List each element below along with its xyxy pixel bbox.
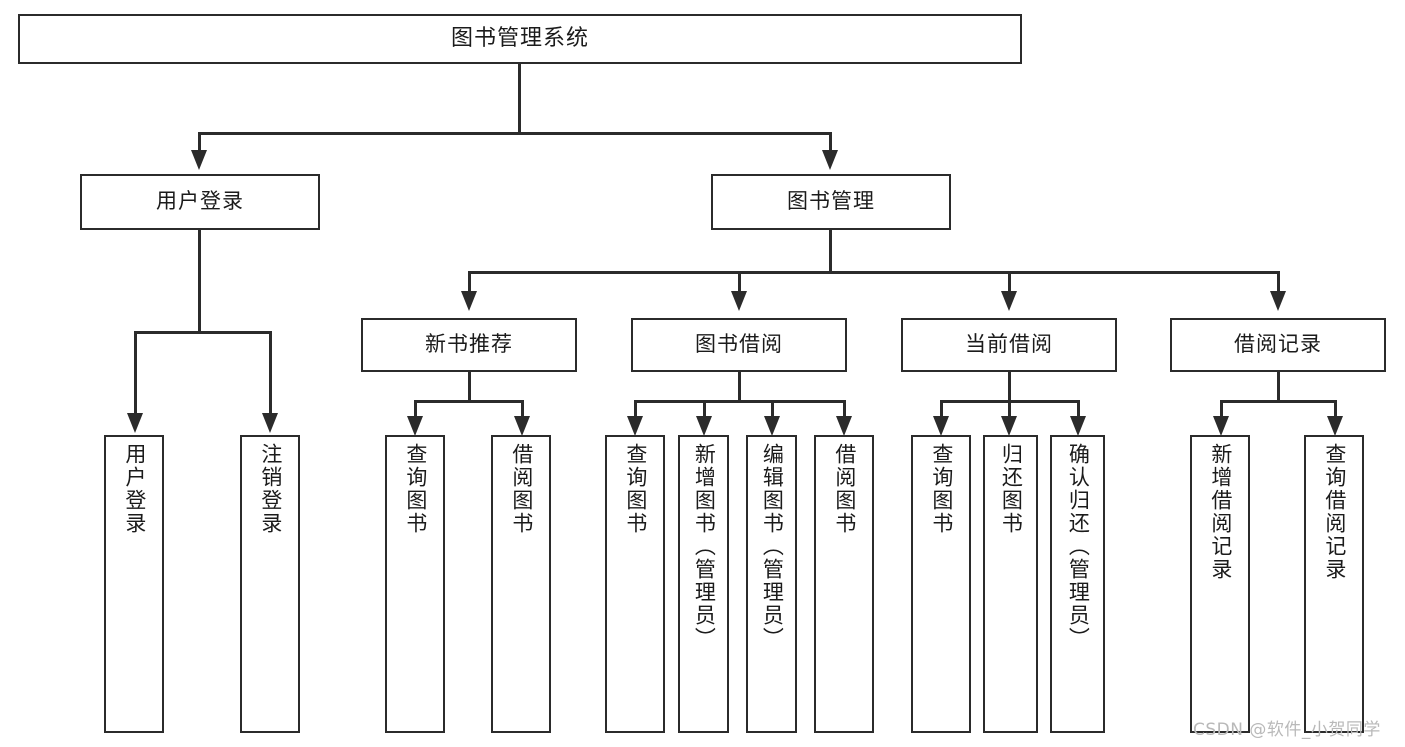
connector-to-book-borrow	[738, 271, 741, 293]
node-borrow-records[interactable]: 借阅记录	[1170, 318, 1386, 372]
node-label: 归还图书	[999, 443, 1024, 535]
node-root[interactable]: 图书管理系统	[18, 14, 1022, 64]
connector-user-login-stem	[198, 230, 201, 333]
connector-user-login-bus	[134, 331, 272, 334]
connector-cb-leaf-3	[1077, 400, 1080, 420]
leaf-borrow-book-recommend[interactable]: 借阅图书	[491, 435, 551, 733]
connector-to-leaf-user-login	[134, 331, 137, 415]
connector-nb-leaf-2	[521, 400, 524, 420]
arrowhead-book-borrow	[731, 291, 747, 311]
node-label: 当前借阅	[965, 332, 1053, 357]
arrowhead-bb-leaf-4	[836, 416, 852, 436]
leaf-confirm-return-admin[interactable]: 确认归还（管理员）	[1050, 435, 1105, 733]
node-label: 查询图书	[623, 443, 648, 535]
arrowhead-user-login	[191, 150, 207, 170]
connector-root-to-user-login	[198, 132, 201, 152]
connector-to-leaf-logout	[269, 331, 272, 415]
node-label: 借阅图书	[832, 443, 857, 535]
node-label: 新增图书（管理员）	[692, 443, 717, 650]
arrowhead-nb-leaf-1	[407, 416, 423, 436]
connector-book-manage-bus	[468, 271, 1280, 274]
arrowhead-cb-leaf-2	[1001, 416, 1017, 436]
node-label: 借阅记录	[1234, 332, 1322, 357]
arrowhead-current-borrow	[1001, 291, 1017, 311]
arrowhead-cb-leaf-1	[933, 416, 949, 436]
node-label: 新书推荐	[425, 332, 513, 357]
node-label: 新增借阅记录	[1208, 443, 1233, 581]
node-label: 借阅图书	[509, 443, 534, 535]
node-label: 注销登录	[258, 443, 283, 535]
connector-root-stem	[518, 64, 521, 134]
connector-bb-leaf-4	[843, 400, 846, 420]
node-user-login[interactable]: 用户登录	[80, 174, 320, 230]
node-label: 图书借阅	[695, 332, 783, 357]
node-label: 查询借阅记录	[1322, 443, 1347, 581]
connector-bb-leaf-3	[771, 400, 774, 420]
arrowhead-bb-leaf-2	[696, 416, 712, 436]
connector-bb-leaf-2	[703, 400, 706, 420]
arrowhead-br-leaf-2	[1327, 416, 1343, 436]
node-label: 用户登录	[122, 443, 147, 535]
leaf-borrow-book[interactable]: 借阅图书	[814, 435, 874, 733]
arrowhead-leaf-logout	[262, 413, 278, 433]
node-label: 确认归还（管理员）	[1066, 443, 1091, 650]
node-label: 查询图书	[403, 443, 428, 535]
arrowhead-leaf-user-login	[127, 413, 143, 433]
node-label: 用户登录	[156, 189, 244, 214]
connector-current-borrow-stem	[1008, 372, 1011, 402]
connector-to-borrow-records	[1277, 271, 1280, 293]
connector-br-leaf-2	[1334, 400, 1337, 420]
leaf-return-book[interactable]: 归还图书	[983, 435, 1038, 733]
connector-bb-leaf-1	[634, 400, 637, 420]
connector-borrow-records-bus	[1220, 400, 1337, 403]
arrowhead-br-leaf-1	[1213, 416, 1229, 436]
node-label: 图书管理系统	[450, 25, 589, 51]
leaf-query-borrow-record[interactable]: 查询借阅记录	[1304, 435, 1364, 733]
node-book-borrow[interactable]: 图书借阅	[631, 318, 847, 372]
node-current-borrow[interactable]: 当前借阅	[901, 318, 1117, 372]
connector-cb-leaf-1	[940, 400, 943, 420]
connector-br-leaf-1	[1220, 400, 1223, 420]
leaf-user-login[interactable]: 用户登录	[104, 435, 164, 733]
connector-root-to-book-manage	[829, 132, 832, 152]
leaf-logout[interactable]: 注销登录	[240, 435, 300, 733]
leaf-edit-book-admin[interactable]: 编辑图书（管理员）	[746, 435, 797, 733]
connector-to-new-book	[468, 271, 471, 293]
node-label: 编辑图书（管理员）	[760, 443, 785, 650]
arrowhead-bb-leaf-3	[764, 416, 780, 436]
connector-to-current-borrow	[1008, 271, 1011, 293]
leaf-add-borrow-record[interactable]: 新增借阅记录	[1190, 435, 1250, 733]
connector-new-book-bus	[414, 400, 524, 403]
node-label: 图书管理	[787, 189, 875, 214]
leaf-query-book-borrow[interactable]: 查询图书	[605, 435, 665, 733]
leaf-query-book-recommend[interactable]: 查询图书	[385, 435, 445, 733]
node-new-book-recommend[interactable]: 新书推荐	[361, 318, 577, 372]
arrowhead-new-book	[461, 291, 477, 311]
arrowhead-borrow-records	[1270, 291, 1286, 311]
arrowhead-book-manage	[822, 150, 838, 170]
connector-book-borrow-bus	[634, 400, 846, 403]
node-book-management[interactable]: 图书管理	[711, 174, 951, 230]
connector-root-bus	[198, 132, 832, 135]
arrowhead-cb-leaf-3	[1070, 416, 1086, 436]
connector-new-book-stem	[468, 372, 471, 402]
connector-book-manage-stem	[829, 230, 832, 273]
node-label: 查询图书	[929, 443, 954, 535]
connector-book-borrow-stem	[738, 372, 741, 402]
connector-borrow-records-stem	[1277, 372, 1280, 402]
leaf-query-book-current[interactable]: 查询图书	[911, 435, 971, 733]
leaf-add-book-admin[interactable]: 新增图书（管理员）	[678, 435, 729, 733]
connector-cb-leaf-2	[1008, 400, 1011, 420]
arrowhead-bb-leaf-1	[627, 416, 643, 436]
arrowhead-nb-leaf-2	[514, 416, 530, 436]
connector-nb-leaf-1	[414, 400, 417, 420]
